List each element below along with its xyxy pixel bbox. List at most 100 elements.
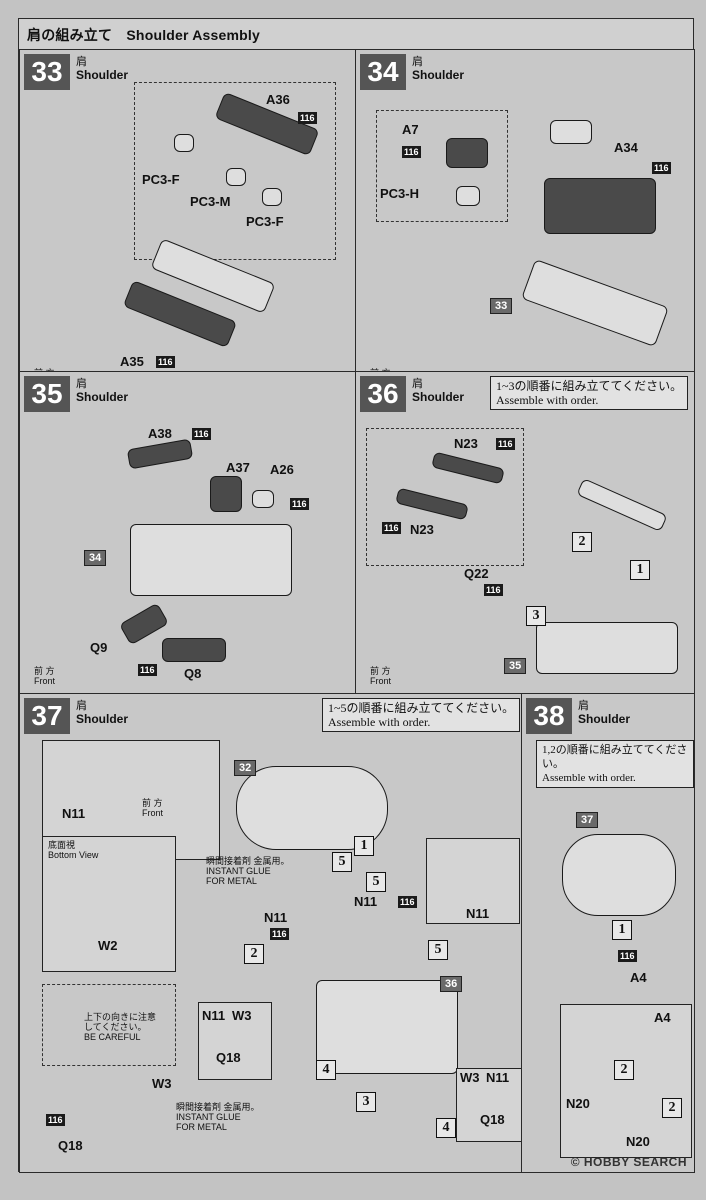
step-label: 肩 Shoulder	[76, 56, 129, 82]
badge-116: 116	[192, 428, 211, 440]
label-a35: A35	[120, 354, 144, 369]
glue-note: 瞬間接着剤 金属用。 INSTANT GLUE FOR METAL	[206, 856, 290, 886]
label-q9: Q9	[90, 640, 108, 655]
part-shoulder-36	[316, 980, 458, 1074]
step-number: 34	[360, 54, 406, 90]
label-w3: W3	[232, 1008, 252, 1023]
label-n11: N11	[486, 1070, 510, 1085]
badge-116: 116	[484, 584, 503, 596]
step-33-panel: 33 肩 Shoulder A36 116 PC3-F PC3-M PC3-F …	[19, 49, 357, 388]
ref-step-33: 33	[490, 298, 513, 314]
order-marker-5: 5	[366, 872, 386, 892]
part-a26	[252, 490, 274, 508]
order-marker-2: 2	[662, 1098, 682, 1118]
label-n11: N11	[62, 806, 86, 821]
label-n11: N11	[354, 894, 378, 909]
step-number: 35	[24, 376, 70, 412]
order-marker-5: 5	[332, 852, 352, 872]
part-pc3f-1	[174, 134, 194, 152]
label-a38: A38	[148, 426, 172, 441]
part-a7	[446, 138, 488, 168]
order-marker-5: 5	[428, 940, 448, 960]
w3-detail-box	[42, 984, 176, 1066]
step-number: 36	[360, 376, 406, 412]
label-q18: Q18	[480, 1112, 505, 1127]
label-w3: W3	[460, 1070, 480, 1085]
badge-116: 116	[46, 1114, 65, 1126]
badge-116: 116	[652, 162, 671, 174]
order-note: 1~5の順番に組み立ててください。 Assemble with order.	[322, 698, 521, 732]
badge-116: 116	[290, 498, 309, 510]
order-marker-2: 2	[244, 944, 264, 964]
label-a36: A36	[266, 92, 290, 107]
badge-116: 116	[496, 438, 515, 450]
step-36-panel: 36 肩 Shoulder 1~3の順番に組み立ててください。 Assemble…	[355, 371, 695, 695]
step-label: 肩 Shoulder	[578, 700, 631, 726]
step-number: 38	[526, 698, 572, 734]
order-marker-3: 3	[356, 1092, 376, 1112]
title-bar: 肩の組み立て Shoulder Assembly	[19, 19, 693, 50]
badge-116: 116	[138, 664, 157, 676]
step-37-panel: 37 肩 Shoulder 1~5の順番に組み立ててください。 Assemble…	[19, 693, 523, 1173]
front-indicator: 前 方 Front	[142, 798, 164, 818]
ref-step-37: 37	[576, 812, 599, 828]
badge-116: 116	[298, 112, 317, 124]
part-q8	[162, 638, 226, 662]
badge-116: 116	[270, 928, 289, 940]
order-marker-4: 4	[436, 1118, 456, 1138]
label-n20: N20	[626, 1134, 650, 1149]
label-a37: A37	[226, 460, 250, 475]
step-number: 33	[24, 54, 70, 90]
front-indicator: 前 方 Front	[34, 666, 56, 686]
part-shoulder-35	[536, 622, 678, 674]
step-35-panel: 35 肩 Shoulder A38 116 A37 A26 116 34 Q9 …	[19, 371, 357, 695]
part-shoulder-37	[562, 834, 676, 916]
label-w2: W2	[98, 938, 118, 953]
order-marker-1: 1	[612, 920, 632, 940]
order-marker-1: 1	[630, 560, 650, 580]
badge-116: 116	[156, 356, 175, 368]
order-note: 1~3の順番に組み立ててください。 Assemble with order.	[490, 376, 689, 410]
step-38-panel: 38 肩 Shoulder 1,2の順番に組み立ててください。 Assemble…	[521, 693, 695, 1173]
detail-n11-box	[426, 838, 520, 924]
front-indicator: 前 方 Front	[370, 666, 392, 686]
label-q18: Q18	[58, 1138, 83, 1153]
part-clip	[550, 120, 592, 144]
part-q9	[118, 602, 170, 646]
label-a4: A4	[630, 970, 647, 985]
bottom-view-label: 底面視 Bottom View	[48, 840, 99, 860]
detail-a4-box	[560, 1004, 692, 1158]
part-a37	[210, 476, 242, 512]
step-34-panel: 34 肩 Shoulder A7 116 PC3-H A34 116 33 前 …	[355, 49, 695, 388]
detail-q18-box	[456, 1068, 522, 1142]
subassembly-box	[366, 428, 524, 566]
ref-step-34: 34	[84, 550, 107, 566]
bottom-view-box	[42, 836, 176, 972]
step-number: 37	[24, 698, 70, 734]
part-pc3f-2	[262, 188, 282, 206]
label-n23: N23	[410, 522, 434, 537]
order-marker-2: 2	[614, 1060, 634, 1080]
order-marker-3: 3	[526, 606, 546, 626]
part-a34	[544, 178, 656, 234]
part-shoulder-34	[130, 524, 292, 596]
label-n11: N11	[202, 1008, 226, 1023]
part-shoulder-33	[521, 258, 669, 348]
label-q8: Q8	[184, 666, 202, 681]
label-q18: Q18	[216, 1050, 241, 1065]
careful-note: 上下の向きに注意 してください。 BE CAREFUL	[84, 1012, 157, 1042]
part-a38	[126, 438, 194, 470]
label-pc3h: PC3-H	[380, 186, 420, 201]
order-marker-4: 4	[316, 1060, 336, 1080]
badge-116: 116	[402, 146, 421, 158]
order-marker-2: 2	[572, 532, 592, 552]
label-pc3f: PC3-F	[142, 172, 180, 187]
ref-step-35: 35	[504, 658, 527, 674]
step-label: 肩 Shoulder	[412, 378, 465, 404]
label-n23: N23	[454, 436, 478, 451]
part-pc3h	[456, 186, 480, 206]
step-label: 肩 Shoulder	[412, 56, 465, 82]
label-n11: N11	[264, 910, 288, 925]
glue-note: 瞬間接着剤 金属用。 INSTANT GLUE FOR METAL	[176, 1102, 260, 1132]
part-upper-linkage	[576, 478, 668, 532]
